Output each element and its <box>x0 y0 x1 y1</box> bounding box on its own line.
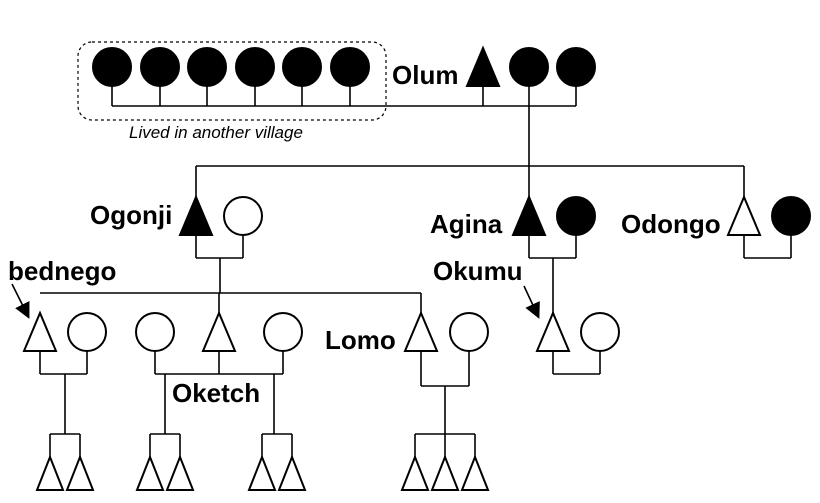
agina-label: Agina <box>430 209 503 239</box>
child-symbol <box>135 454 165 491</box>
olum-label: Olum <box>392 60 458 90</box>
lomo-label: Lomo <box>325 325 396 355</box>
child-symbol <box>65 454 95 491</box>
okumu-pointer-arrow <box>523 285 540 319</box>
wife-4-symbol <box>235 47 275 87</box>
wife-7-symbol <box>509 47 549 87</box>
abednego-label: bednego <box>8 256 116 286</box>
child-symbol <box>400 454 430 491</box>
abednego-pointer-arrow <box>11 283 30 319</box>
child-symbol <box>35 454 65 491</box>
odongo-symbol <box>726 194 762 236</box>
lomo-symbol <box>403 310 439 352</box>
other-village-group-box <box>77 41 387 121</box>
okumu-symbol <box>535 310 571 352</box>
oketch-wife-1-symbol <box>135 312 175 352</box>
child-symbol <box>430 454 460 491</box>
generation-3: bednego Oketch Lomo Okumu <box>8 256 620 434</box>
odongo-wife-symbol <box>771 196 811 236</box>
generation-1: Olum Lived in another village <box>77 41 596 142</box>
wife-2-symbol <box>140 47 180 87</box>
ogonji-label: Ogonji <box>90 200 172 230</box>
abednego-wife-symbol <box>67 312 107 352</box>
lomo-wife-symbol <box>449 312 489 352</box>
okumu-wife-symbol <box>580 312 620 352</box>
generation-4 <box>35 433 490 491</box>
child-symbol <box>460 454 490 491</box>
agina-symbol <box>511 194 547 236</box>
agina-wife-symbol <box>556 196 596 236</box>
other-village-note: Lived in another village <box>129 123 303 142</box>
oketch-label: Oketch <box>172 378 260 408</box>
oketch-wife-2-symbol <box>263 312 303 352</box>
wife-5-symbol <box>282 47 322 87</box>
wife-8-symbol <box>556 47 596 87</box>
odongo-label: Odongo <box>621 209 721 239</box>
wife-3-symbol <box>187 47 227 87</box>
olum-symbol <box>465 45 501 87</box>
oketch-symbol <box>201 310 237 352</box>
okumu-label: Okumu <box>433 256 523 286</box>
ogonji-wife-symbol <box>223 196 263 236</box>
wife-1-symbol <box>92 47 132 87</box>
child-symbol <box>165 454 195 491</box>
child-symbol <box>277 454 307 491</box>
wife-6-symbol <box>330 47 370 87</box>
abednego-symbol <box>22 310 58 352</box>
ogonji-symbol <box>178 194 214 236</box>
child-symbol <box>247 454 277 491</box>
generation-2: Ogonji Agina Odongo <box>90 194 811 313</box>
